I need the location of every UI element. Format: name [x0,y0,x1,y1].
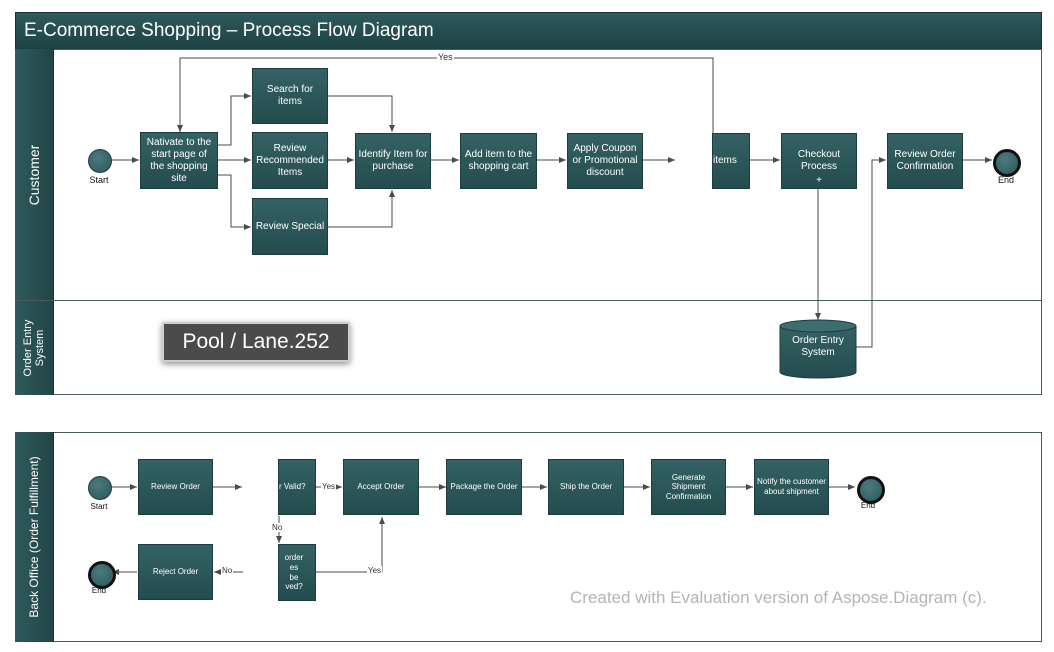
task-navigate[interactable]: Nativate to the start page of the shoppi… [140,132,218,189]
bo-task-ship-order[interactable]: Ship the Order [548,459,624,515]
task-apply-coupon[interactable]: Apply Coupon or Promotional discount [567,133,643,189]
bo-start-event[interactable] [88,476,112,500]
end-event-label: End [997,175,1014,185]
database-cylinder-body [779,326,857,379]
edge-label-yes: Yes [437,52,454,62]
bo-edge-label-yes: Yes [321,482,337,491]
database-label: Order Entry System [792,335,844,358]
flow-bo-resolve-yes [316,517,385,573]
bo-end-event[interactable] [857,476,885,504]
bo-edge-label-no: No [271,523,284,532]
task-checkout-label: Checkout Process [797,149,841,172]
bo-end-event-reject[interactable] [88,561,116,589]
bo-end-event-label: End [860,501,876,510]
flow-navigate-to-special [217,174,251,230]
task-items-partial[interactable]: items [712,133,750,189]
task-add-to-cart[interactable]: Add item to the shopping cart [460,133,537,189]
task-search-items[interactable]: Search for items [252,68,328,124]
bo-edge-label-no-2: No [221,566,234,575]
flow-navigate-to-search [217,93,251,146]
bo-task-accept-order[interactable]: Accept Order [343,459,419,515]
start-event[interactable] [88,149,112,173]
flow-search-to-identify [328,95,395,132]
lane-header-customer[interactable]: Customer [15,49,54,301]
bo-task-reject-order[interactable]: Reject Order [138,544,213,600]
flow-special-to-identify [328,190,395,228]
watermark-text: Created with Evaluation version of Aspos… [570,588,987,607]
bo-task-notify-customer[interactable]: Notify the customer about shipment [754,459,829,515]
bo-start-event-label: Start [90,502,108,511]
shape-tooltip: Pool / Lane.252 [162,322,350,362]
task-identify-item[interactable]: Identify Item for purchase [355,133,431,189]
task-review-confirmation[interactable]: Review Order Confirmation [887,133,963,189]
database-order-entry[interactable] [778,318,858,380]
bo-task-review-order[interactable]: Review Order [138,459,213,515]
bo-end-event-reject-label: End [91,586,107,595]
task-review-special[interactable]: Review Special [252,198,328,255]
subprocess-marker-icon: + [816,175,822,186]
bo-gateway-resolve-partial[interactable]: order es be ved? [278,544,316,601]
database-cylinder-top [779,319,857,333]
bo-task-generate-confirmation[interactable]: Generate Shipment Confirmation [651,459,726,515]
diagram-title: E-Commerce Shopping – Process Flow Diagr… [15,12,1042,50]
bo-edge-label-yes-2: Yes [367,566,383,575]
task-checkout-process[interactable]: Checkout Process + [781,133,857,189]
task-review-recommended[interactable]: Review Recommended Items [252,132,328,189]
flow-database-to-confirmation [856,157,886,348]
start-event-label: Start [89,175,109,185]
lane-divider [15,300,1042,301]
bo-task-package-order[interactable]: Package the Order [446,459,522,515]
end-event[interactable] [993,149,1021,177]
bo-gateway-valid-partial[interactable]: r Valid? [278,459,316,515]
lane-header-order-entry[interactable]: Order Entry System [15,301,54,395]
lane-header-back-office[interactable]: Back Office (Order Fulfillment) [15,432,54,642]
